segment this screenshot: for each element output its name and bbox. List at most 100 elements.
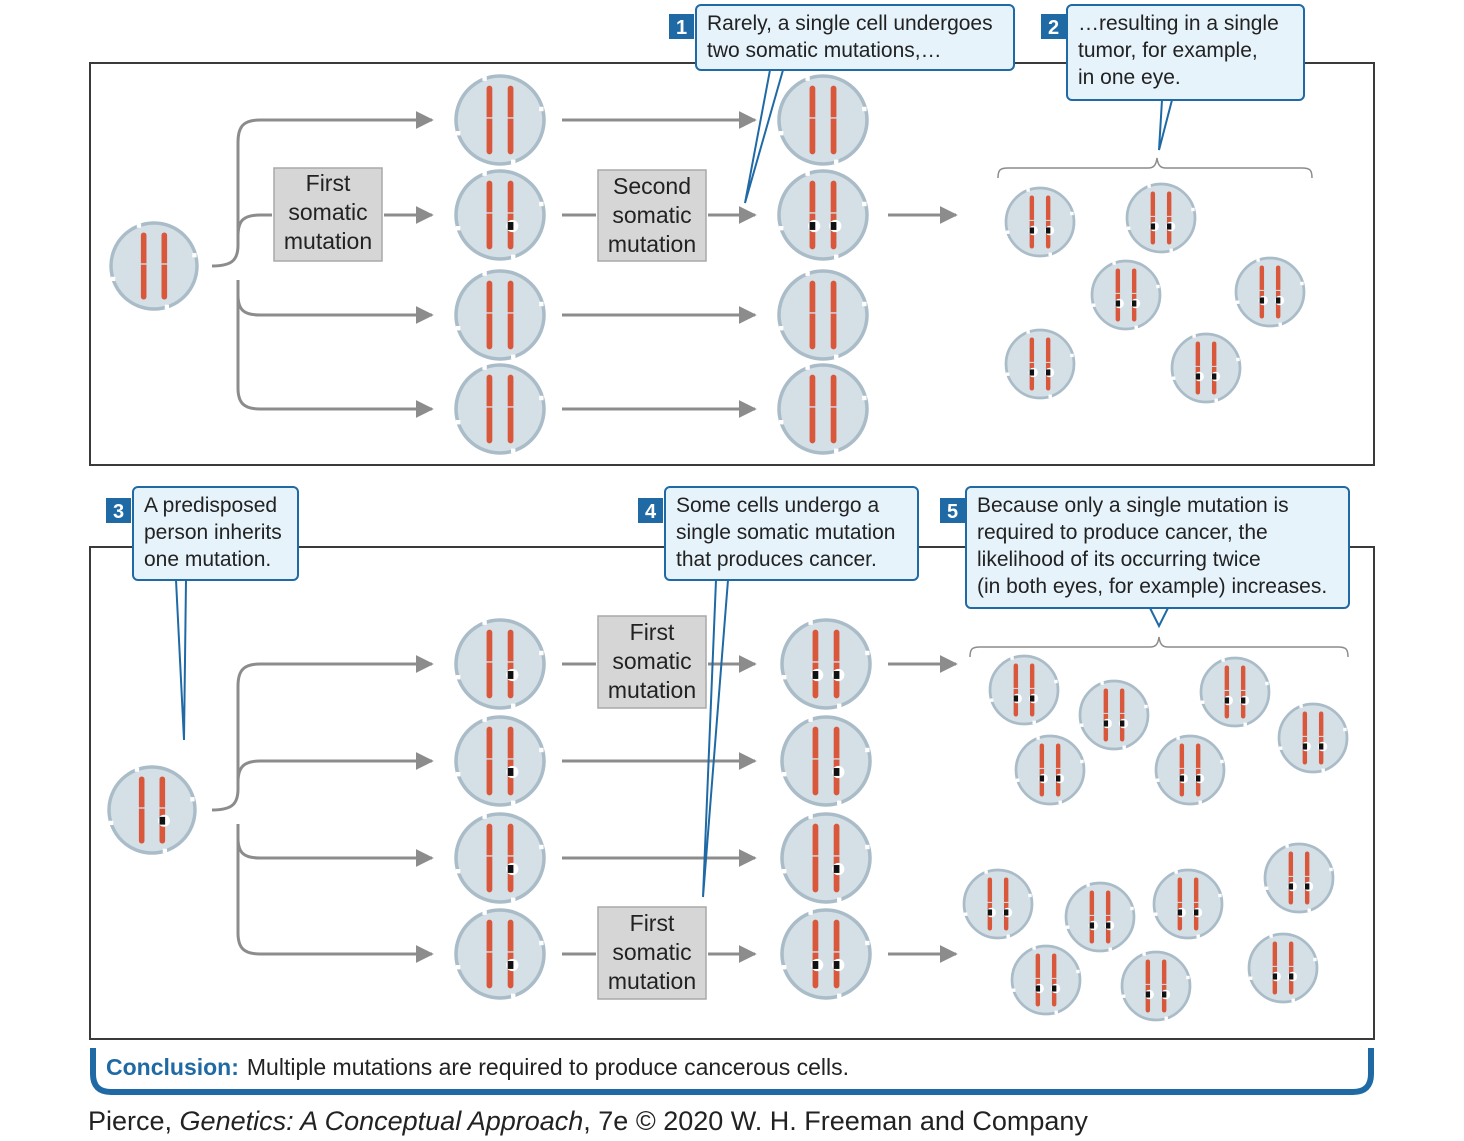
- centromere: [808, 312, 817, 314]
- branch-arrow: [236, 280, 434, 324]
- centromere: [485, 758, 494, 760]
- conclusion-text: Conclusion:Multiple mutations are requir…: [106, 1054, 849, 1080]
- cell-membrane: [780, 715, 872, 807]
- membrane-gap: [1243, 722, 1247, 726]
- membrane-gap: [1236, 300, 1240, 304]
- cell-membrane: [107, 765, 197, 855]
- membrane-gap: [482, 717, 487, 722]
- membrane-gap: [862, 395, 867, 401]
- chromosome: [833, 629, 840, 699]
- centromere: [1002, 901, 1010, 903]
- chromosome: [1259, 265, 1265, 319]
- chromosome: [1145, 959, 1151, 1013]
- membrane-gap: [1269, 934, 1273, 938]
- membrane-gap: [1092, 303, 1096, 307]
- callout-text-line: in one eye.: [1078, 66, 1181, 89]
- membrane-gap: [1070, 211, 1074, 216]
- mutation-mark: [1045, 369, 1051, 376]
- callout-pointer: [702, 579, 729, 898]
- membrane-gap: [539, 201, 544, 207]
- centromere: [808, 406, 817, 408]
- centromere: [1044, 219, 1052, 221]
- mutation-mark: [507, 865, 514, 873]
- branch-arrow: [236, 838, 434, 963]
- membrane-gap: [1076, 969, 1080, 974]
- mutation-mark: [1272, 973, 1278, 980]
- chromosome: [830, 374, 837, 444]
- membrane-gap: [805, 76, 810, 81]
- membrane-gap: [1169, 248, 1173, 252]
- chromosome: [486, 823, 493, 893]
- membrane-gap: [1218, 893, 1222, 898]
- chromosome: [833, 823, 840, 893]
- callout-text-line: tumor, for example,: [1078, 39, 1258, 62]
- membrane-gap: [456, 772, 461, 777]
- centromere: [1114, 292, 1122, 294]
- step-number: 1: [676, 17, 687, 39]
- membrane-gap: [456, 869, 461, 874]
- membrane-gap: [1249, 976, 1253, 980]
- cell: [1120, 950, 1192, 1022]
- membrane-gap: [1147, 184, 1151, 188]
- centromere: [1160, 983, 1168, 985]
- membrane-gap: [1307, 908, 1311, 912]
- chromosome: [486, 374, 493, 444]
- centromere: [485, 855, 494, 857]
- cell: [454, 908, 546, 1000]
- membrane-gap: [808, 620, 813, 625]
- second-somatic-mutation-box: Second somatic mutation: [597, 169, 707, 262]
- chromosome: [1035, 953, 1041, 1007]
- mutation-label-line: mutation: [608, 968, 696, 994]
- membrane-gap: [779, 420, 784, 425]
- mutation-mark: [159, 816, 166, 825]
- cell-membrane: [1078, 679, 1150, 751]
- cell: [1170, 332, 1242, 404]
- callout-pointer: [175, 579, 187, 741]
- chromosome: [138, 776, 145, 844]
- chromosome: [812, 629, 819, 699]
- cell: [1125, 182, 1197, 254]
- membrane-gap: [1054, 1010, 1058, 1014]
- mutation-mark: [507, 961, 514, 969]
- mutation-mark: [1055, 775, 1061, 782]
- cell: [1004, 186, 1076, 258]
- membrane-gap: [808, 814, 813, 819]
- mutation-mark: [833, 865, 840, 873]
- chromosome: [1029, 663, 1035, 717]
- membrane-gap: [1066, 925, 1070, 929]
- centromere: [1038, 767, 1046, 769]
- chromosome: [507, 85, 514, 155]
- membrane-gap: [511, 703, 516, 708]
- membrane-gap: [834, 354, 839, 359]
- first-somatic-mutation-box: First somatic mutation: [597, 906, 707, 1000]
- chromosome: [1051, 953, 1057, 1007]
- mutation-mark: [1039, 775, 1045, 782]
- branch-arrow: [211, 655, 434, 812]
- membrane-gap: [482, 271, 487, 276]
- mutation-mark: [1003, 909, 1009, 916]
- centromere: [485, 951, 494, 953]
- chromosome: [1029, 337, 1035, 391]
- step-number: 3: [113, 501, 124, 523]
- mutation-label-line: First: [630, 910, 675, 936]
- membrane-gap: [1016, 778, 1020, 782]
- mutation-mark: [1105, 922, 1111, 929]
- centromere: [1034, 977, 1042, 979]
- membrane-gap: [1006, 934, 1010, 938]
- branch-arrow: [236, 213, 272, 237]
- chromosome: [1119, 688, 1125, 742]
- chromosome: [812, 823, 819, 893]
- cell-membrane: [1170, 332, 1242, 404]
- centromere: [506, 855, 515, 857]
- membrane-gap: [1127, 226, 1131, 230]
- mutation-mark: [833, 768, 840, 776]
- membrane-gap: [456, 226, 461, 231]
- cell: [1004, 328, 1076, 400]
- chromosome: [1272, 941, 1278, 995]
- membrane-gap: [1080, 723, 1084, 727]
- centromere: [1130, 292, 1138, 294]
- mutation-label-line: somatic: [612, 939, 691, 965]
- membrane-gap: [990, 698, 994, 702]
- centromere: [829, 117, 838, 119]
- centromere: [506, 117, 515, 119]
